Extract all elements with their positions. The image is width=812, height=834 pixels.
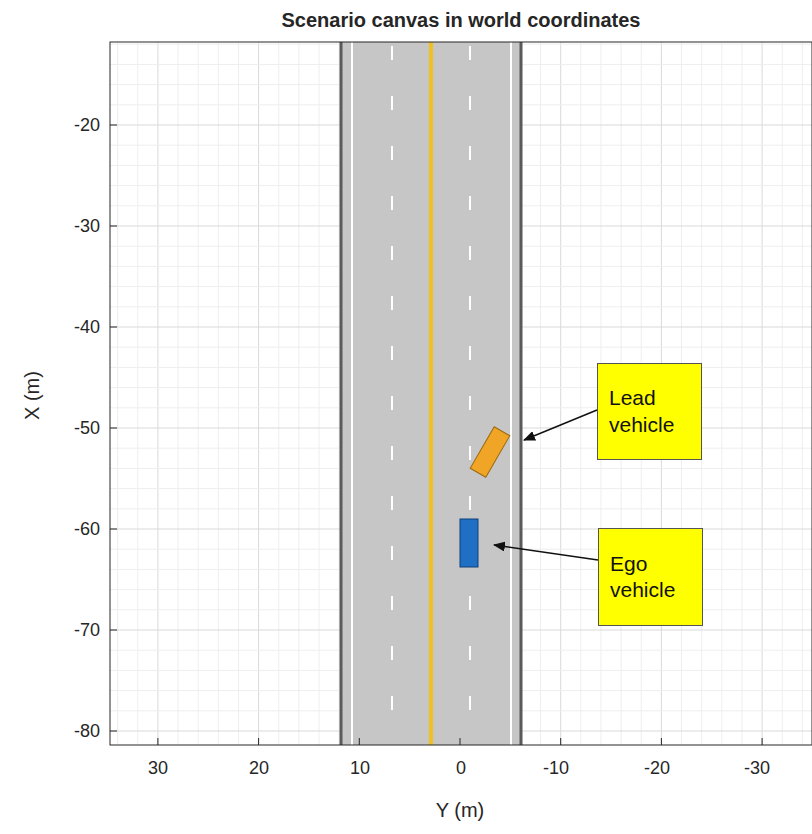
dashed-lane-line bbox=[391, 46, 393, 745]
grid-line bbox=[137, 42, 138, 745]
grid-line bbox=[110, 327, 117, 328]
tick-label: -10 bbox=[543, 758, 569, 779]
tick-label: -80 bbox=[74, 721, 100, 742]
x-axis-label: Y (m) bbox=[436, 799, 485, 822]
grid-line bbox=[298, 42, 299, 745]
grid-line bbox=[110, 630, 117, 631]
ego-vehicle bbox=[460, 519, 478, 567]
grid-line bbox=[319, 42, 320, 745]
grid-line bbox=[117, 42, 118, 745]
grid-line bbox=[110, 428, 117, 429]
callout-text: Ego vehicle bbox=[610, 551, 691, 604]
grid-line bbox=[278, 42, 279, 745]
grid-line bbox=[198, 42, 199, 745]
grid-lines bbox=[110, 42, 812, 745]
tick-marks bbox=[110, 125, 762, 745]
road bbox=[340, 42, 522, 745]
road-edge bbox=[340, 42, 343, 745]
grid-line bbox=[580, 42, 581, 745]
y-axis-label: X (m) bbox=[20, 371, 43, 420]
tick-label: 30 bbox=[148, 758, 168, 779]
grid-line bbox=[110, 731, 117, 732]
grid-line bbox=[110, 529, 117, 530]
tick-label: -30 bbox=[744, 758, 770, 779]
leader-arrow bbox=[524, 410, 597, 440]
dashed-lane-line bbox=[469, 46, 471, 745]
grid-line bbox=[238, 42, 239, 745]
tick-label: -40 bbox=[74, 317, 100, 338]
grid-line bbox=[782, 42, 783, 745]
tick-label: -50 bbox=[74, 418, 100, 439]
tick-label: -20 bbox=[644, 758, 670, 779]
lane-line bbox=[351, 42, 353, 745]
tick-label: 20 bbox=[249, 758, 269, 779]
grid-line bbox=[802, 42, 803, 745]
callout-box: Lead vehicle bbox=[597, 363, 702, 460]
axes-box bbox=[110, 42, 812, 745]
grid-line bbox=[721, 42, 722, 745]
tick-label: 10 bbox=[350, 758, 370, 779]
grid-line bbox=[157, 738, 158, 745]
tick-label: 0 bbox=[456, 758, 466, 779]
leader-arrow bbox=[494, 545, 598, 560]
center-line bbox=[429, 42, 433, 745]
grid-line bbox=[178, 42, 179, 745]
grid-line bbox=[661, 738, 662, 745]
chart-title: Scenario canvas in world coordinates bbox=[281, 9, 640, 32]
callout-text: Lead vehicle bbox=[609, 385, 690, 438]
road-edge bbox=[520, 42, 523, 745]
lead-vehicle bbox=[470, 427, 510, 478]
grid-line bbox=[460, 738, 461, 745]
tick-label: -20 bbox=[74, 115, 100, 136]
tick-label: -30 bbox=[74, 216, 100, 237]
grid-line bbox=[258, 42, 259, 745]
grid-line bbox=[218, 42, 219, 745]
tick-label: -60 bbox=[74, 519, 100, 540]
grid-line bbox=[560, 738, 561, 745]
grid-line bbox=[560, 42, 561, 745]
grid-line bbox=[258, 738, 259, 745]
grid-line bbox=[110, 125, 117, 126]
grid-line bbox=[762, 42, 763, 745]
lane-line bbox=[510, 42, 512, 745]
callout-box: Ego vehicle bbox=[598, 528, 703, 626]
grid-line bbox=[110, 226, 117, 227]
tick-label: -70 bbox=[74, 620, 100, 641]
grid-line bbox=[762, 738, 763, 745]
grid-line bbox=[540, 42, 541, 745]
grid-line bbox=[741, 42, 742, 745]
grid-line bbox=[359, 738, 360, 745]
grid-line bbox=[157, 42, 158, 745]
axes-background bbox=[110, 42, 812, 745]
grid-line bbox=[520, 42, 521, 745]
